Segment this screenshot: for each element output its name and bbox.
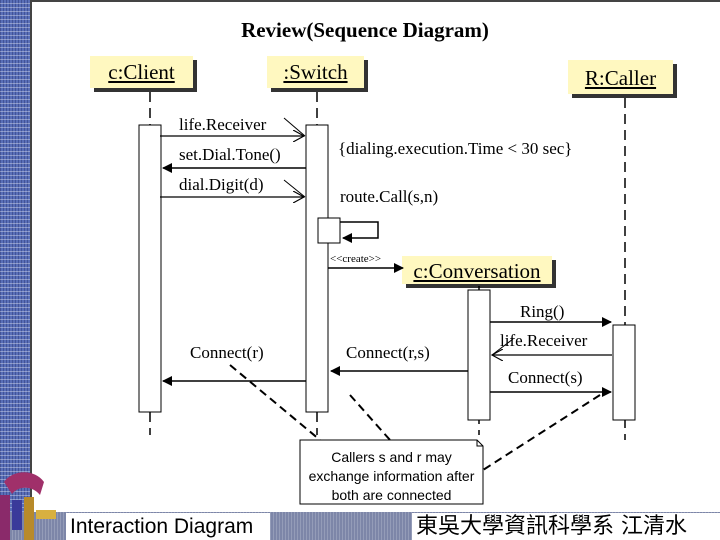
note-text: Callers s and r may exchange information…	[300, 440, 483, 504]
note-line-1: Callers s and r may	[331, 449, 452, 465]
note-anchor-caller	[482, 394, 601, 471]
constraint-label: {dialing.execution.Time < 30 sec}	[338, 139, 573, 158]
route-call-self-arrow	[340, 221, 379, 243]
create-label: <<create>>	[330, 253, 382, 265]
frame-border-top	[30, 0, 720, 2]
uml-logo	[0, 472, 56, 540]
life-receiver-caller-label: life.Receiver	[500, 331, 588, 350]
note-box	[299, 439, 484, 505]
note-line-3: both are connected	[331, 487, 452, 503]
connect-r-label: Connect(r)	[190, 343, 264, 362]
note-anchor-client	[229, 364, 321, 441]
note-fold	[476, 440, 483, 447]
dial-digit-diagonal	[283, 179, 306, 198]
switch-object: :Switch	[267, 56, 364, 88]
client-object: c:Client	[90, 56, 193, 88]
footer-course-title: Interaction Diagram	[66, 513, 270, 540]
dial-digit-label: dial.Digit(d)	[179, 175, 264, 194]
diagram-title: Review(Sequence Diagram)	[241, 18, 489, 42]
life-receiver-client-label: life.Receiver	[179, 115, 267, 134]
frame-border-left	[30, 0, 32, 540]
note-anchor-switch	[349, 394, 391, 441]
caller-object: R:Caller	[568, 60, 673, 94]
conversation-activation	[467, 289, 491, 421]
caller-activation	[612, 324, 636, 421]
life-receiver-client-diagonal	[283, 117, 306, 137]
connect-rs-label: Connect(r,s)	[346, 343, 430, 362]
switch-activation	[305, 124, 329, 413]
switch-self-activation	[317, 217, 341, 244]
conversation-object: c:Conversation	[402, 256, 552, 284]
client-activation	[138, 124, 162, 413]
set-dial-tone-label: set.Dial.Tone()	[179, 145, 281, 164]
connect-s-label: Connect(s)	[508, 368, 583, 387]
note-line-2: exchange information after	[308, 468, 475, 484]
route-call-label: route.Call(s,n)	[340, 187, 439, 206]
footer-institution: 東吳大學資訊科學系 江清水	[412, 513, 720, 540]
ring-label: Ring()	[520, 302, 565, 321]
decorative-sidebar	[0, 0, 30, 540]
life-receiver-caller-diagonal	[491, 338, 514, 356]
